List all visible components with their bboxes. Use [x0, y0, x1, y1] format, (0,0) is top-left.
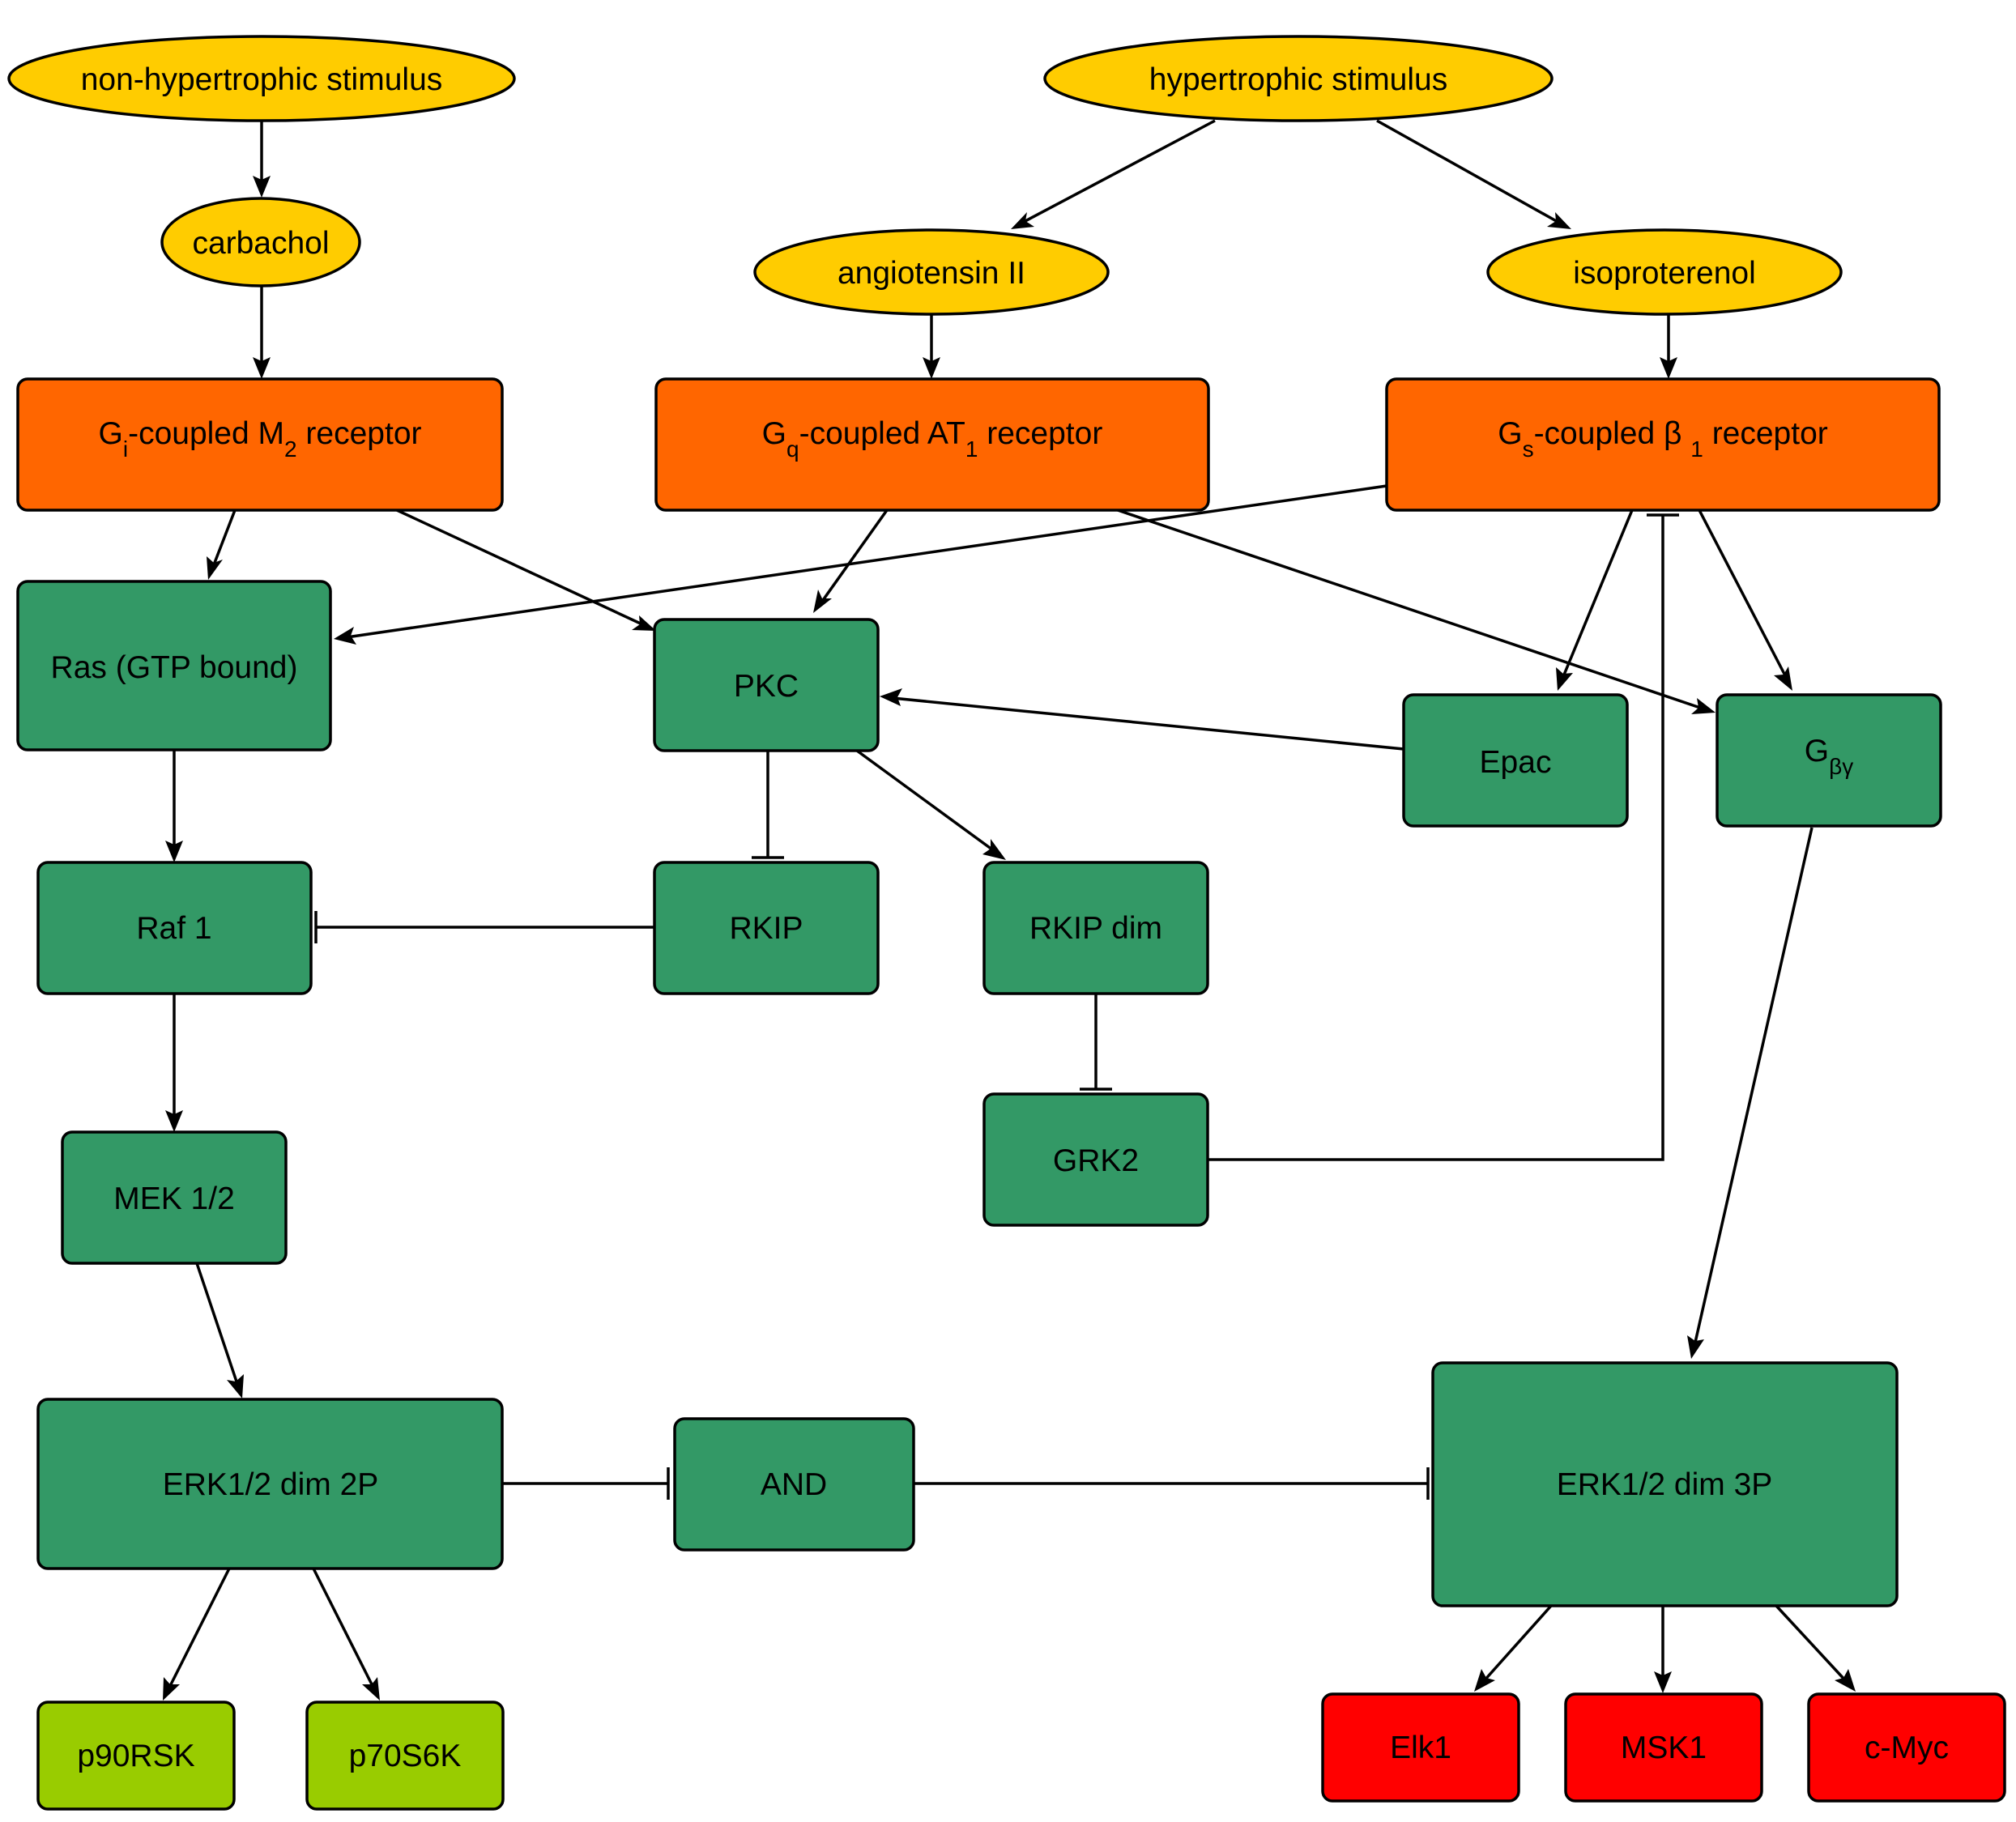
- p70s6k-node: [305, 1701, 505, 1811]
- arrowhead: [632, 615, 656, 631]
- edge-erk3p-elk1: [1481, 1604, 1553, 1684]
- ras-node: [16, 580, 332, 751]
- arrowhead: [1660, 357, 1677, 379]
- arrowhead: [1556, 667, 1573, 691]
- rkip-dim-node: [982, 861, 1209, 995]
- edge-gq-gbg: [1117, 509, 1703, 710]
- pkc-node: [653, 618, 880, 752]
- arrowhead: [1654, 1671, 1672, 1693]
- elk1-label: Elk1: [1390, 1730, 1451, 1765]
- arrowhead: [982, 839, 1006, 860]
- edge-gi-ras: [211, 509, 237, 568]
- erk-3p-node: [1431, 1361, 1899, 1607]
- edge-grk2-gs-inhibit: [1207, 515, 1664, 1161]
- grk2-label: GRK2: [1053, 1143, 1139, 1178]
- gbg-label: Gβγ: [1805, 734, 1853, 779]
- edge-mek-erk2p: [195, 1262, 240, 1387]
- mek-label: MEK 1/2: [113, 1181, 235, 1216]
- p90rsk-label: p90RSK: [77, 1739, 194, 1773]
- arrowhead: [1835, 1669, 1856, 1692]
- and-label: AND: [761, 1467, 827, 1502]
- arrowhead: [334, 627, 356, 645]
- arrowhead: [1774, 666, 1792, 691]
- arrowhead: [362, 1677, 380, 1701]
- cmyc-label: c-Myc: [1865, 1730, 1949, 1765]
- edge-epac-pkc: [892, 696, 1404, 751]
- arrowhead: [163, 1677, 180, 1701]
- arrowhead: [813, 590, 832, 613]
- arrowhead: [1547, 212, 1571, 229]
- edge-gs-gbg: [1698, 509, 1788, 679]
- p90rsk-node: [36, 1701, 236, 1811]
- arrowhead: [227, 1374, 244, 1398]
- edge-gi-pkc: [396, 509, 645, 627]
- isoproterenol-label: isoproterenol: [1573, 256, 1755, 291]
- edges: [163, 119, 1856, 1701]
- arrowhead: [1691, 698, 1716, 714]
- pkc-label: PKC: [734, 669, 799, 704]
- edge-pkc-rkipdim: [855, 749, 997, 854]
- signaling-nodes: Ras (GTP bound) PKC Epac Gβγ Raf 1 RKIP …: [16, 580, 1942, 1607]
- arrowhead: [253, 357, 271, 379]
- edge-hyper-angiotensin: [1021, 119, 1216, 224]
- non-hypertrophic-stimulus-node: [7, 35, 516, 122]
- stimulus-nodes: non-hypertrophic stimulus hypertrophic s…: [7, 35, 1843, 316]
- raf1-label: Raf 1: [136, 911, 211, 946]
- epac-label: Epac: [1480, 745, 1552, 780]
- non-hypertrophic-stimulus-label: non-hypertrophic stimulus: [81, 62, 443, 97]
- msk1-label: MSK1: [1621, 1730, 1707, 1765]
- ras-label: Ras (GTP bound): [51, 650, 298, 685]
- edge-gs-epac: [1561, 509, 1634, 679]
- arrowhead: [1474, 1669, 1495, 1692]
- target-nodes: p90RSK p70S6K Elk1 MSK1 c-Myc: [36, 1692, 2006, 1811]
- epac-node: [1402, 693, 1629, 828]
- gi-receptor-label: Gi-coupled M2 receptor: [99, 416, 422, 462]
- receptor-nodes: Gi-coupled M2 receptor Gq-coupled AT1 re…: [16, 377, 1941, 512]
- arrowhead: [880, 688, 902, 706]
- gs-receptor-node: [1385, 377, 1941, 512]
- carbachol-node: [160, 197, 361, 287]
- rkip-label: RKIP: [729, 911, 803, 946]
- hypertrophic-stimulus-label: hypertrophic stimulus: [1149, 62, 1447, 97]
- elk1-node: [1321, 1692, 1520, 1803]
- arrowhead: [165, 1110, 183, 1132]
- p70s6k-label: p70S6K: [349, 1739, 462, 1773]
- erk-3p-label: ERK1/2 dim 3P: [1557, 1467, 1773, 1502]
- rkip-dim-label: RKIP dim: [1029, 911, 1162, 946]
- arrowhead: [923, 357, 940, 379]
- hypertrophic-stimulus-node: [1043, 35, 1554, 122]
- carbachol-label: carbachol: [192, 226, 329, 261]
- gbg-node: [1716, 693, 1942, 828]
- arrowhead: [1011, 212, 1034, 229]
- gs-receptor-label: Gs-coupled β 1 receptor: [1498, 416, 1828, 462]
- edge-gq-pkc: [820, 509, 889, 604]
- arrowhead: [253, 176, 271, 198]
- erk-2p-node: [36, 1398, 504, 1570]
- gq-receptor-node: [654, 377, 1210, 512]
- cmyc-node: [1807, 1692, 2006, 1803]
- raf1-node: [36, 861, 313, 995]
- edge-erk2p-p70s6k: [312, 1568, 376, 1690]
- edge-gs-ras: [346, 484, 1387, 639]
- gq-receptor-label: Gq-coupled AT1 receptor: [762, 416, 1103, 462]
- angiotensin-node: [753, 228, 1110, 316]
- edge-erk2p-p90rsk: [167, 1568, 231, 1690]
- grk2-node: [982, 1092, 1209, 1227]
- msk1-node: [1564, 1692, 1763, 1803]
- angiotensin-label: angiotensin II: [838, 256, 1025, 291]
- mek-node: [61, 1130, 288, 1265]
- and-node: [673, 1417, 915, 1552]
- erk-2p-label: ERK1/2 dim 2P: [163, 1467, 379, 1502]
- isoproterenol-node: [1486, 228, 1843, 316]
- edge-hyper-isoproterenol: [1376, 119, 1560, 224]
- edge-gbg-erk3p: [1693, 827, 1814, 1347]
- gi-receptor-node: [16, 377, 504, 512]
- rkip-node: [653, 861, 880, 995]
- arrowhead: [207, 556, 223, 580]
- edge-erk3p-cmyc: [1775, 1604, 1848, 1684]
- arrowhead: [165, 841, 183, 862]
- arrowhead: [1687, 1335, 1704, 1359]
